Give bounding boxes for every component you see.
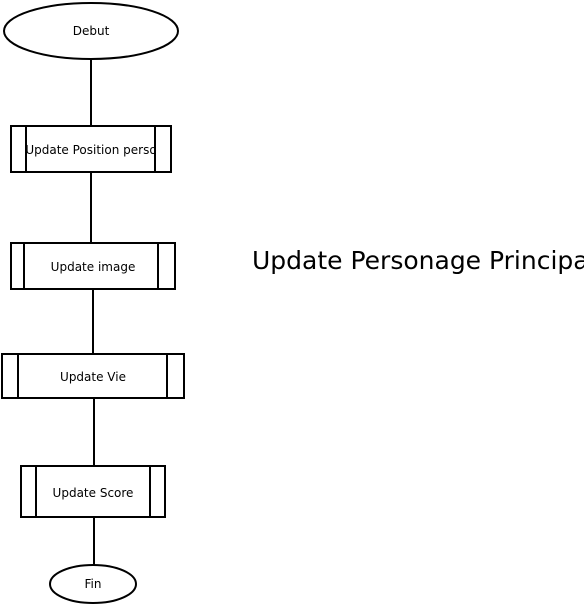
- start-node-label: Debut: [73, 24, 110, 38]
- update-score-label: Update Score: [53, 486, 134, 500]
- update-image-node: Update image: [10, 242, 176, 290]
- update-score-node: Update Score: [20, 465, 166, 518]
- update-vie-node: Update Vie: [1, 353, 185, 399]
- update-position-node: Update Position perso: [10, 125, 172, 173]
- diagram-title: Update Personage Principale: [252, 246, 584, 275]
- end-node: Fin: [49, 564, 137, 604]
- update-position-label: Update Position perso: [25, 143, 156, 157]
- start-node: Debut: [3, 2, 179, 60]
- update-image-label: Update image: [51, 260, 136, 274]
- update-vie-label: Update Vie: [60, 370, 126, 384]
- end-node-label: Fin: [85, 577, 102, 591]
